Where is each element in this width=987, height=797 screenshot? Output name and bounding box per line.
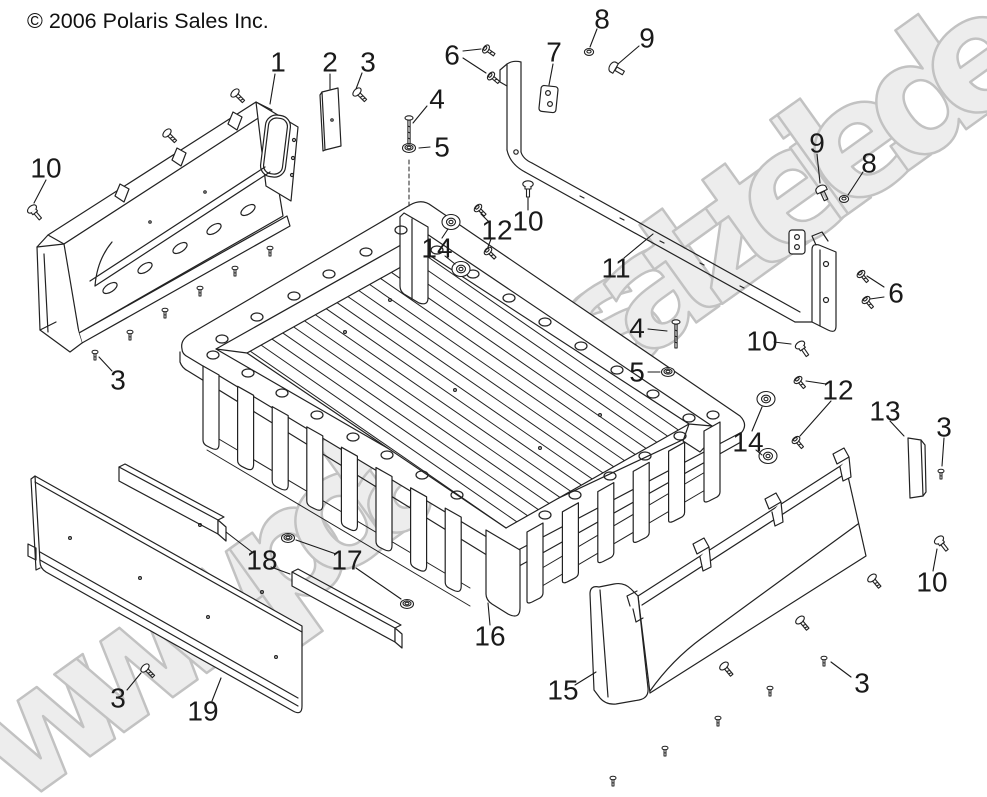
leader-line xyxy=(755,449,763,456)
leader-line xyxy=(751,406,763,432)
leader-line xyxy=(441,228,449,239)
leader-line xyxy=(480,213,489,222)
leader-line xyxy=(830,661,852,678)
leader-line xyxy=(889,420,905,437)
bed-legs-left xyxy=(202,365,462,593)
part-bed-rail xyxy=(499,60,837,332)
leader-line xyxy=(589,28,598,48)
callout-7: 7 xyxy=(546,37,562,68)
callout-3: 3 xyxy=(936,412,952,443)
leader-line xyxy=(941,437,945,467)
leader-line xyxy=(355,72,363,90)
leader-line xyxy=(548,63,554,86)
callout-16: 16 xyxy=(474,621,505,652)
part-strips xyxy=(118,463,403,649)
callout-8: 8 xyxy=(861,148,877,179)
callout-9: 9 xyxy=(639,23,655,54)
leader-line xyxy=(647,328,668,332)
leader-line xyxy=(623,233,654,259)
callout-12: 12 xyxy=(822,375,853,406)
callout-9: 9 xyxy=(809,128,825,159)
part-bracket xyxy=(538,84,559,114)
part-pad-front xyxy=(319,87,342,152)
leader-line xyxy=(462,48,482,52)
callout-5: 5 xyxy=(434,132,450,163)
callout-1: 1 xyxy=(270,47,286,78)
leader-line xyxy=(805,380,827,385)
callout-14: 14 xyxy=(732,427,763,458)
callout-6: 6 xyxy=(444,40,460,71)
callout-13: 13 xyxy=(869,396,900,427)
bed-legs-right xyxy=(526,421,721,604)
part-side-panel xyxy=(589,447,867,705)
leader-line xyxy=(269,73,276,105)
leader-line xyxy=(617,45,640,65)
leader-line xyxy=(126,672,142,691)
callout-3: 3 xyxy=(110,365,126,396)
leader-line xyxy=(211,677,222,702)
callout-10: 10 xyxy=(746,326,777,357)
leader-line xyxy=(295,539,337,555)
callout-3: 3 xyxy=(110,683,126,714)
leader-line xyxy=(225,531,253,553)
leader-line xyxy=(444,255,456,265)
callout-4: 4 xyxy=(429,84,445,115)
callout-14: 14 xyxy=(421,233,452,264)
callout-11: 11 xyxy=(601,253,630,284)
leader-line xyxy=(574,671,597,686)
rim-bolt-holes xyxy=(206,225,720,520)
callout-8: 8 xyxy=(594,4,610,35)
callout-10: 10 xyxy=(916,567,947,598)
leader-line xyxy=(487,602,491,626)
callout-3: 3 xyxy=(360,47,376,78)
callout-19: 19 xyxy=(187,696,218,727)
part-bed-box xyxy=(179,201,746,617)
leader-line xyxy=(270,566,291,575)
leader-line xyxy=(462,57,487,74)
callout-12: 12 xyxy=(481,215,512,246)
leader-line xyxy=(816,153,821,184)
callout-4: 4 xyxy=(629,313,645,344)
callout-10: 10 xyxy=(512,206,543,237)
leader-line xyxy=(418,146,431,149)
leader-line xyxy=(412,105,428,124)
leader-line xyxy=(33,179,47,204)
copyright-text: © 2006 Polaris Sales Inc. xyxy=(27,9,269,33)
leader-line xyxy=(866,275,885,288)
leader-line xyxy=(773,341,792,345)
part-tailgate-panel xyxy=(27,475,303,714)
part-pad-side xyxy=(907,437,927,499)
leader-line xyxy=(869,296,885,300)
callout-18: 18 xyxy=(246,545,277,576)
callout-6: 6 xyxy=(888,278,904,309)
leader-line xyxy=(355,567,402,600)
leader-line xyxy=(847,171,864,196)
leader-line xyxy=(487,238,492,248)
callout-17: 17 xyxy=(331,545,362,576)
leader-line xyxy=(932,548,938,572)
leader-line xyxy=(98,356,113,372)
leader-line xyxy=(799,400,832,437)
callout-15: 15 xyxy=(547,675,578,706)
callout-5: 5 xyxy=(629,357,645,388)
part-front-panel xyxy=(36,101,299,353)
callout-2: 2 xyxy=(322,47,338,78)
callout-10: 10 xyxy=(30,153,61,184)
callout-3: 3 xyxy=(854,668,870,699)
